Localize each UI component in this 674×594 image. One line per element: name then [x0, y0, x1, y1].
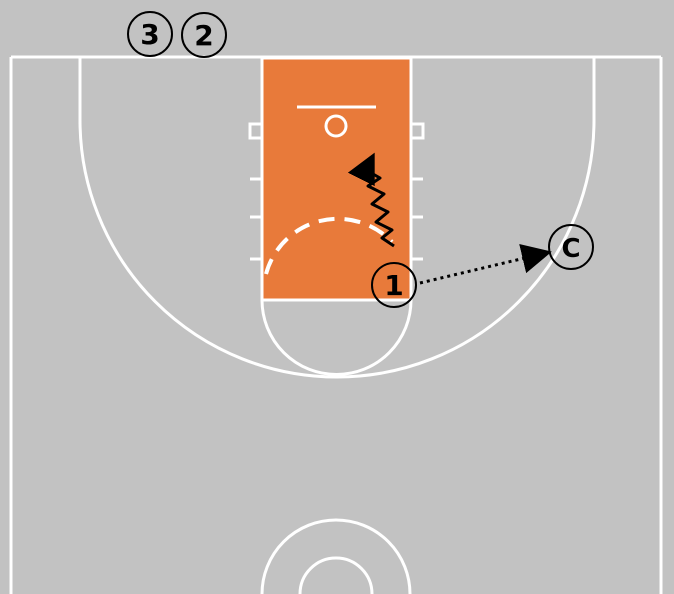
hoop: [324, 114, 348, 138]
coach: C: [548, 224, 594, 270]
three-point-line: [78, 57, 596, 379]
player-1: 1: [371, 262, 417, 308]
player-2-label: 2: [194, 19, 213, 52]
lane-hash-marks: [248, 122, 425, 261]
pass-line: [419, 243, 552, 285]
player-1-label: 1: [384, 269, 403, 302]
center-circle-outer: [260, 518, 412, 594]
player-3: 3: [127, 11, 173, 57]
dribble-path: [347, 152, 395, 248]
player-3-label: 3: [140, 18, 159, 51]
free-throw-circle: [260, 299, 413, 376]
coach-label: C: [561, 234, 580, 264]
court-lines: [9, 55, 663, 594]
free-throw-dashed-arc: [264, 216, 394, 275]
paint-area: [260, 56, 413, 302]
player-2: 2: [181, 12, 227, 58]
center-circle-inner: [298, 556, 374, 594]
